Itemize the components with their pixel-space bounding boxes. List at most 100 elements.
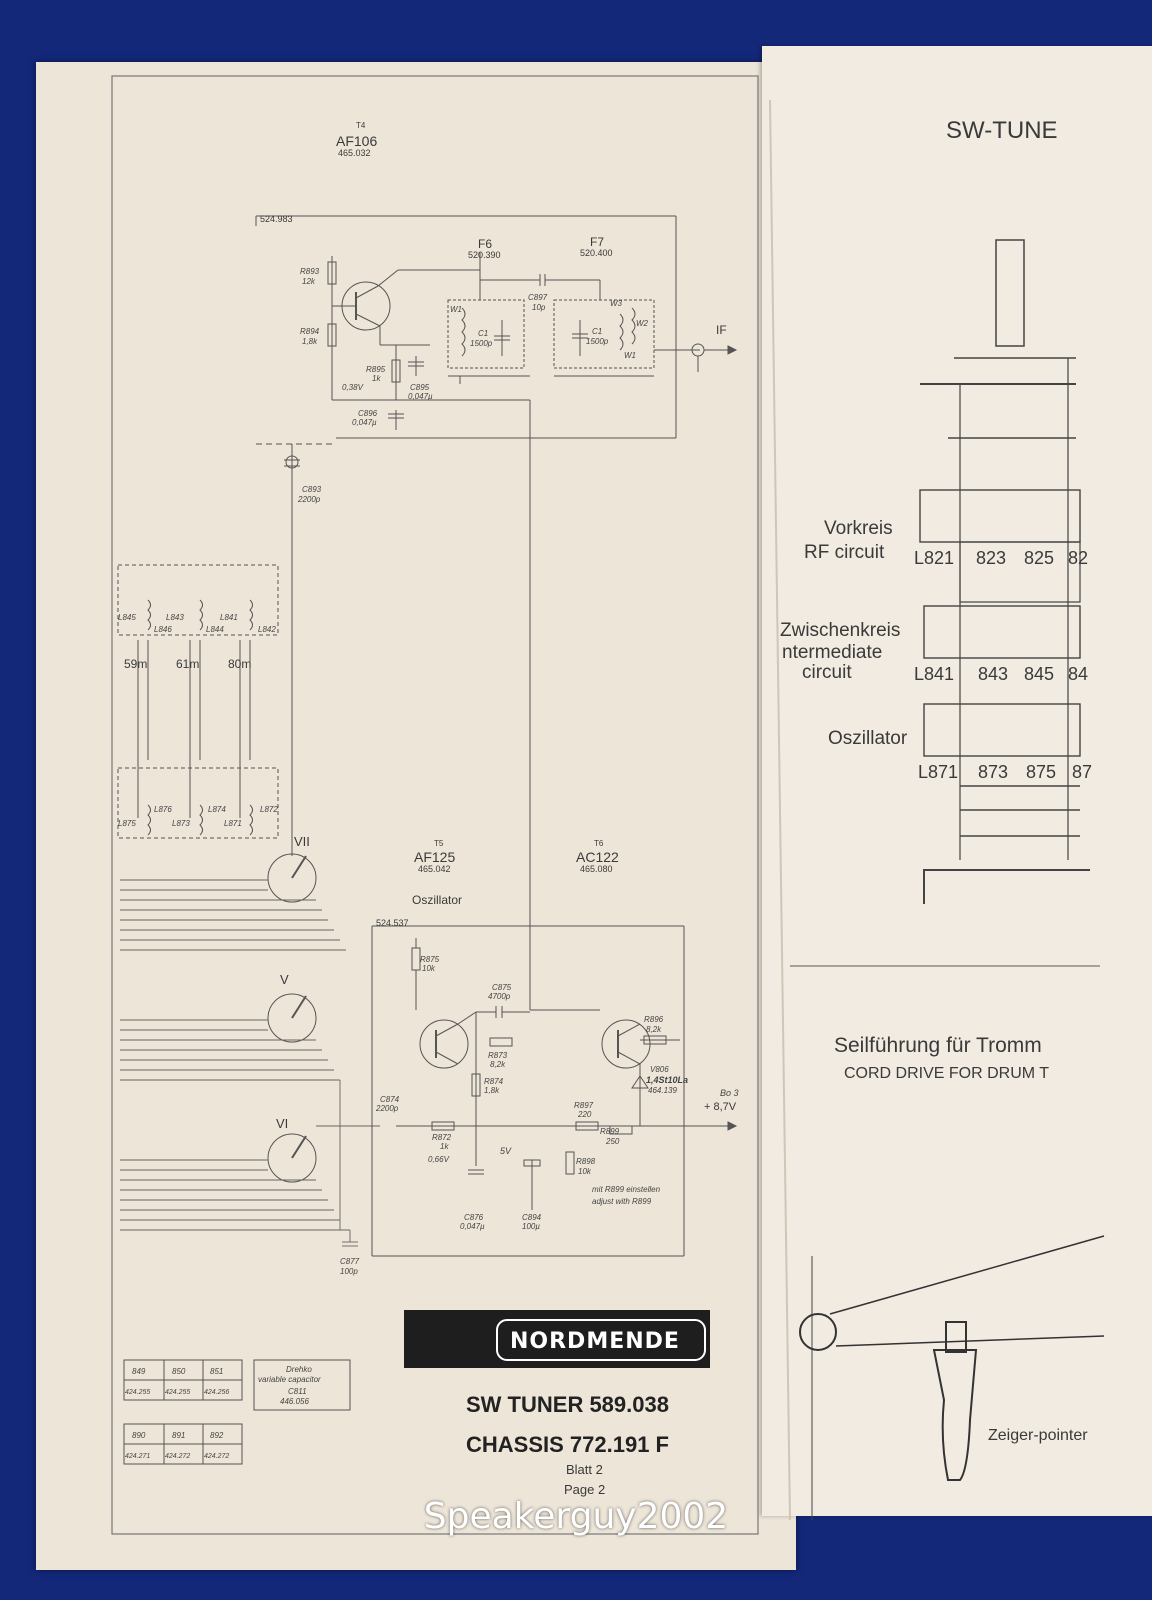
f7-ref: F7 <box>590 235 604 249</box>
osc-coil-3: 87 <box>1072 762 1092 782</box>
c895-value: 0,047µ <box>408 392 433 401</box>
r893-label: R893 <box>300 267 320 276</box>
r872-label: R872 <box>432 1133 452 1142</box>
table1-val-1: 424.255 <box>165 1389 190 1396</box>
voltage-5v: 5V <box>500 1146 512 1156</box>
zeiger-pointer-label: Zeiger-pointer <box>988 1427 1088 1444</box>
c874-label: C874 <box>380 1095 400 1104</box>
oszillator-right-label: Oszillator <box>828 728 908 749</box>
c897-label: C897 <box>528 293 548 302</box>
schematic-sheet-right <box>762 46 1152 1516</box>
r898-label: R898 <box>576 1157 596 1166</box>
c811-value: 446.056 <box>280 1397 309 1406</box>
blatt-label: Blatt 2 <box>566 1462 603 1477</box>
w1-label: W1 <box>450 305 462 314</box>
w1b-label: W1 <box>624 351 636 360</box>
t4-ref: T4 <box>356 121 366 130</box>
t6-type: AC122 <box>576 849 619 865</box>
table2-val-1: 424.272 <box>165 1453 190 1460</box>
c896-label: C896 <box>358 409 378 418</box>
r893-value: 12k <box>302 277 316 286</box>
r894-label: R894 <box>300 327 320 336</box>
switch-v: V <box>280 972 289 987</box>
watermark: Speakerguy2002 <box>423 1496 729 1537</box>
t4-type: AF106 <box>336 133 377 149</box>
coil-l842: L842 <box>258 625 276 634</box>
v806-label: V806 <box>650 1065 669 1074</box>
table1-head-1: 850 <box>172 1367 186 1376</box>
band-59m: 59m <box>124 657 147 671</box>
coil-l871: L871 <box>224 819 242 828</box>
if-label: IF <box>716 323 727 337</box>
table2-val-2: 424.272 <box>204 1453 229 1460</box>
c1a-value: 1500p <box>470 339 493 348</box>
c811-label: C811 <box>288 1387 307 1396</box>
t5-type: AF125 <box>414 849 455 865</box>
r897-value: 220 <box>577 1110 592 1119</box>
if-coil-1: 843 <box>978 664 1008 684</box>
cord-heading-en: CORD DRIVE FOR DRUM T <box>844 1065 1049 1082</box>
module-osc-label: 524.537 <box>376 918 409 928</box>
t6-ref: T6 <box>594 839 604 848</box>
table2-head-2: 892 <box>210 1431 224 1440</box>
f7-part: 520.400 <box>580 248 613 258</box>
band-61m: 61m <box>176 657 199 671</box>
table1-val-0: 424.255 <box>125 1389 150 1396</box>
r894-value: 1,8k <box>302 337 318 346</box>
c1b-label: C1 <box>592 327 602 336</box>
r895-label: R895 <box>366 365 386 374</box>
oszillator-label: Oszillator <box>412 893 462 907</box>
rf-coil-1: 823 <box>976 548 1006 568</box>
c893-value: 2200p <box>297 495 321 504</box>
drehko-label: Drehko <box>286 1365 312 1374</box>
v806-value: 1,4St10La <box>646 1075 688 1085</box>
adjust-note-de: mit R899 einstellen <box>592 1185 661 1194</box>
r875-label: R875 <box>420 955 440 964</box>
rf-circuit-label: RF circuit <box>804 542 885 563</box>
if-coil-2: 845 <box>1024 664 1054 684</box>
adjust-note-en: adjust with R899 <box>592 1197 652 1206</box>
c895-label: C895 <box>410 383 430 392</box>
coil-l845: L845 <box>118 613 136 622</box>
rf-coil-2: 825 <box>1024 548 1054 568</box>
coil-l843: L843 <box>166 613 184 622</box>
r895-value: 1k <box>372 374 381 383</box>
switch-vi: VI <box>276 1116 288 1131</box>
voltage-066: 0,66V <box>428 1155 450 1164</box>
r873-label: R873 <box>488 1051 508 1060</box>
c876-label: C876 <box>464 1213 484 1222</box>
zwischenkreis-label: Zwischenkreis <box>780 620 900 641</box>
r899-label: R899 <box>600 1127 620 1136</box>
table1-head-2: 851 <box>210 1367 223 1376</box>
coil-l874: L874 <box>208 805 226 814</box>
v806-part: 464.139 <box>648 1086 677 1095</box>
table1-head-0: 849 <box>132 1367 146 1376</box>
c894-label: C894 <box>522 1213 542 1222</box>
bo3-voltage: + 8,7V <box>704 1101 737 1113</box>
if-coil-3: 84 <box>1068 664 1088 684</box>
r898-value: 10k <box>578 1167 592 1176</box>
c874-value: 2200p <box>375 1104 399 1113</box>
table1-val-2: 424.256 <box>204 1389 229 1396</box>
voltage-038: 0,38V <box>342 383 364 392</box>
if-coil-0: L841 <box>914 664 954 684</box>
circuit-label: circuit <box>802 662 852 683</box>
c877-value: 100p <box>340 1267 358 1276</box>
rf-coil-0: L821 <box>914 548 954 568</box>
r896-label: R896 <box>644 1015 664 1024</box>
coil-l841: L841 <box>220 613 238 622</box>
c1a-label: C1 <box>478 329 488 338</box>
table2-val-0: 424.271 <box>125 1453 150 1460</box>
w3-label: W3 <box>610 299 623 308</box>
w2-label: W2 <box>636 319 649 328</box>
rf-coil-3: 82 <box>1068 548 1088 568</box>
module-top-label: 524.983 <box>260 214 293 224</box>
bo3-label: Bo 3 <box>720 1088 739 1098</box>
t6-part: 465.080 <box>580 864 613 874</box>
table2-head-1: 891 <box>172 1431 185 1440</box>
c894-value: 100µ <box>522 1222 540 1231</box>
r874-label: R874 <box>484 1077 504 1086</box>
osc-coil-0: L871 <box>918 762 958 782</box>
title-sw-tuner: SW TUNER 589.038 <box>466 1392 669 1417</box>
switch-vii: VII <box>294 834 310 849</box>
